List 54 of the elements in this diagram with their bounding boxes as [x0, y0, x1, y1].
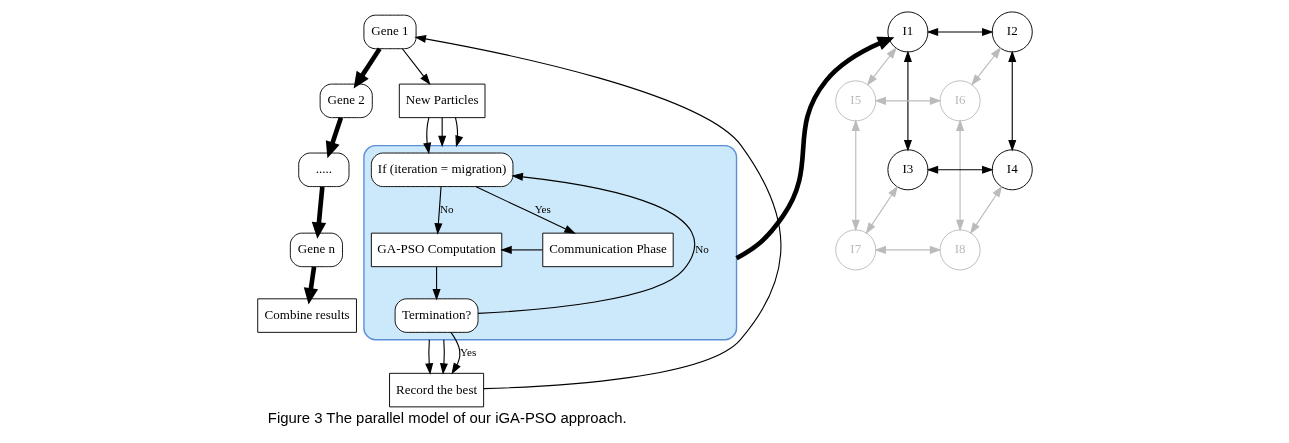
- arrow: [865, 185, 898, 235]
- edge-label: Yes: [459, 346, 476, 359]
- arrow: [969, 185, 1002, 235]
- arrow: [475, 186, 576, 234]
- node-circle: I5: [834, 80, 876, 122]
- arrow: [866, 47, 897, 86]
- node-circle: I3: [886, 149, 928, 191]
- arrow: [926, 27, 994, 36]
- arrow: [449, 331, 461, 375]
- node-box: Gene 1: [362, 14, 417, 50]
- edge-label: No: [694, 242, 709, 255]
- arrow: [477, 172, 695, 314]
- node-box: .....: [297, 152, 349, 188]
- arrow: [734, 36, 894, 261]
- node-box: Combine results: [256, 298, 357, 333]
- arrow: [422, 117, 431, 155]
- arrow: [970, 47, 1001, 86]
- arrow: [401, 48, 431, 86]
- arrow: [433, 186, 442, 235]
- arrow: [454, 117, 463, 148]
- node-circle: I2: [991, 11, 1033, 53]
- arrow: [903, 50, 912, 152]
- arrow: [1007, 50, 1016, 152]
- arrow: [353, 47, 382, 89]
- node-box: GA-PSO Computation: [370, 232, 502, 268]
- node-box: If (iteration = migration): [370, 152, 513, 188]
- node-circle: I6: [939, 80, 981, 122]
- node-box: Communication Phase: [541, 232, 674, 268]
- arrow: [873, 245, 941, 254]
- arrow: [432, 266, 441, 301]
- caption: Figure 3 The parallel model of our iGA-PSO approach.: [267, 409, 627, 426]
- node-box: Gene 2: [319, 83, 373, 119]
- node-box: Record the best: [388, 372, 484, 408]
- node-box: Termination?: [394, 298, 478, 333]
- node-box: Gene n: [289, 232, 343, 268]
- arrow: [499, 245, 543, 254]
- node-circle: I1: [886, 11, 928, 53]
- arrow: [926, 165, 994, 174]
- node-circle: I8: [939, 229, 981, 271]
- edge-label: Yes: [534, 202, 551, 215]
- arrow: [311, 186, 326, 239]
- arrow: [851, 119, 860, 232]
- edge-label: No: [439, 202, 454, 215]
- arrow: [325, 116, 343, 159]
- node-circle: I4: [991, 149, 1033, 191]
- arrow: [303, 266, 318, 305]
- node-box: New Particles: [398, 83, 485, 119]
- arrow: [437, 117, 446, 148]
- arrow: [439, 339, 448, 375]
- arrow: [424, 339, 433, 375]
- arrow: [413, 34, 781, 390]
- node-circle: I7: [834, 229, 876, 271]
- arrow: [955, 119, 964, 232]
- arrow: [873, 96, 941, 105]
